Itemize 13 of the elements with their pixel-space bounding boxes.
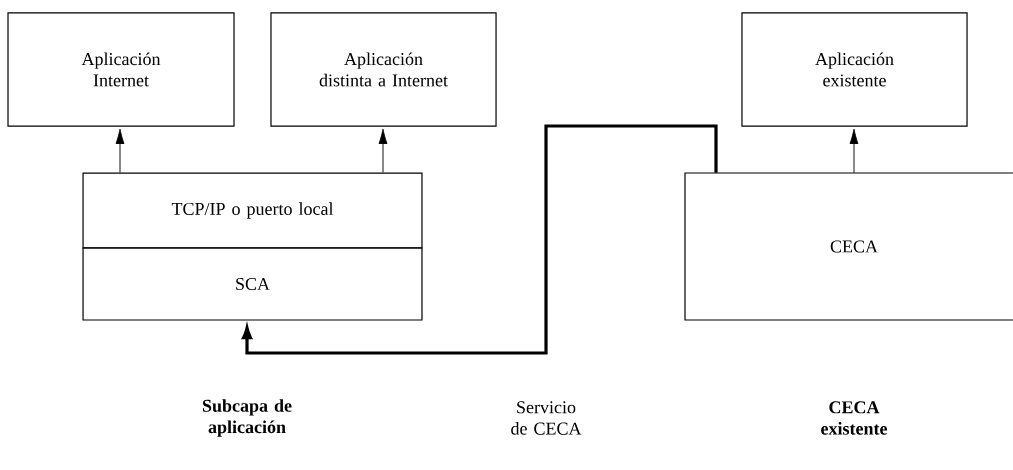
arrow <box>378 128 388 173</box>
arrow <box>849 128 859 174</box>
arrow <box>242 124 718 355</box>
component-box: Aplicación existente <box>741 12 968 127</box>
layer-caption: Subcapa de aplicación <box>202 399 292 437</box>
layer-caption: Servicio de CECA <box>511 401 582 435</box>
component-box: Aplicación distinta a Internet <box>270 12 497 127</box>
component-box: Aplicación Internet <box>7 12 235 127</box>
arrow <box>115 128 125 173</box>
layer-caption: CECA existente <box>821 401 888 435</box>
component-box: TCP/IP o puerto local <box>82 172 423 249</box>
component-box: SCA <box>82 247 423 321</box>
component-box: CECA <box>684 172 1013 321</box>
